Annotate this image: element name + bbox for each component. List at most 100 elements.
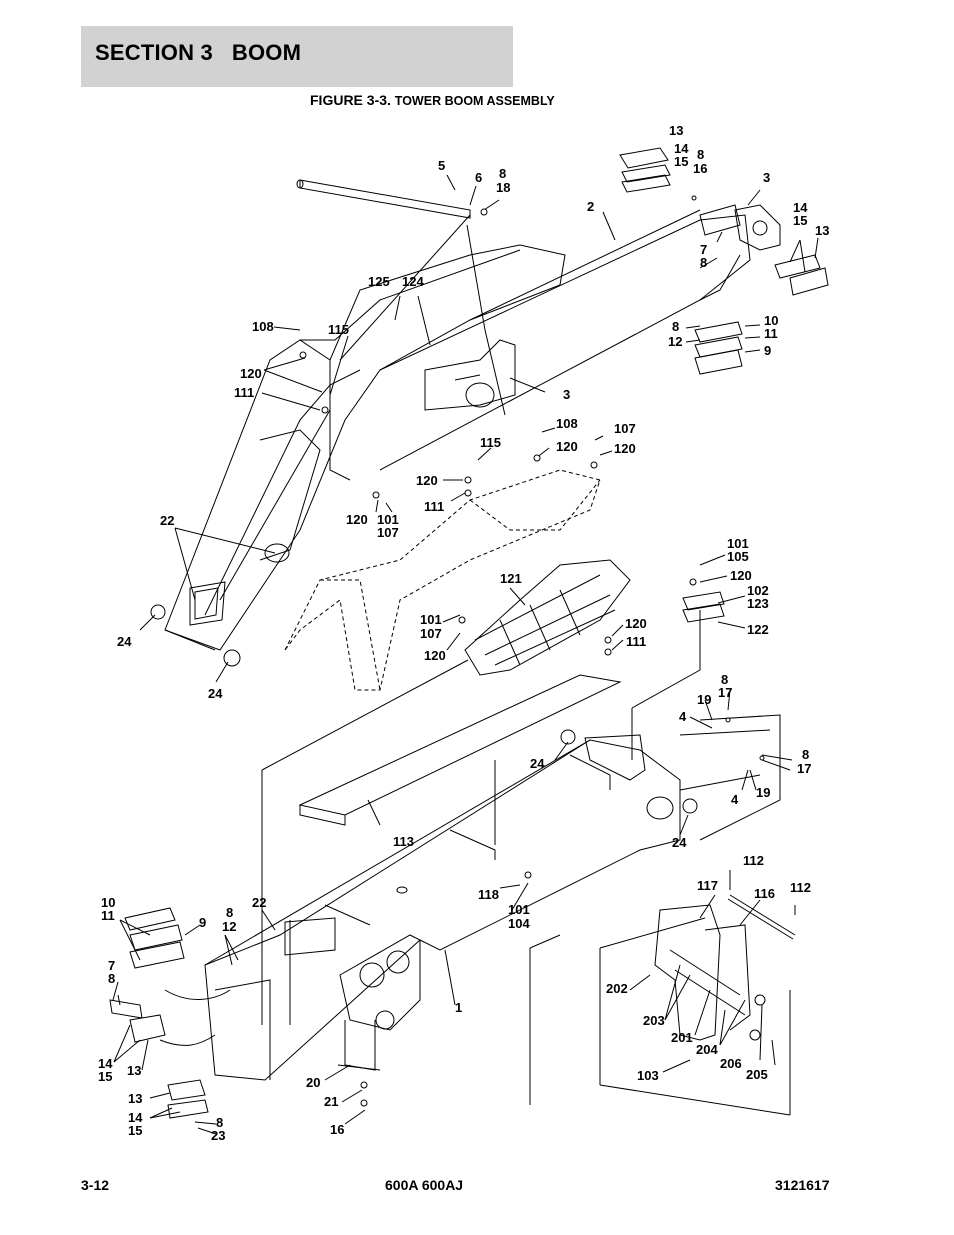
callout: 4 [731, 792, 739, 807]
callout: 13 [127, 1063, 141, 1078]
pad-stack-122 [682, 591, 725, 623]
callout: 10 [764, 313, 778, 328]
callout: 18 [496, 180, 510, 195]
callout: 120 [625, 616, 647, 631]
callout: 13 [669, 123, 683, 138]
callout: 1 [455, 1000, 462, 1015]
callout: 120 [730, 568, 752, 583]
callout: 101 [377, 512, 399, 527]
callout: 108 [252, 319, 274, 334]
callout: 120 [556, 439, 578, 454]
cable-carrier-guide [284, 469, 601, 691]
pivot-assembly-3 [424, 339, 516, 411]
callout: 15 [674, 154, 688, 169]
callout: 8 [672, 319, 679, 334]
callout: 24 [672, 835, 687, 850]
figure-title: FIGURE 3-3. TOWER BOOM ASSEMBLY [310, 92, 555, 108]
callout: 111 [234, 385, 254, 400]
callout: 13 [815, 223, 829, 238]
callout-labels: 13 14 15 8 16 5 6 8 18 3 2 14 15 13 7 8 … [98, 123, 829, 1143]
callout: 24 [208, 686, 223, 701]
callout: 205 [746, 1067, 768, 1082]
callout: 203 [643, 1013, 665, 1028]
callout: 204 [696, 1042, 718, 1057]
callout: 7 [700, 242, 707, 257]
callout: 112 [790, 880, 811, 895]
callout: 124 [402, 274, 424, 289]
wear-pad-stack-mid [694, 321, 743, 375]
callout: 108 [556, 416, 578, 431]
callout: 14 [793, 200, 808, 215]
document-number: 3121617 [775, 1177, 830, 1193]
callout: 116 [754, 886, 775, 901]
callout: 16 [330, 1122, 344, 1137]
callout: 22 [252, 895, 266, 910]
wear-pad-stack-right [774, 254, 829, 296]
callout: 10 [101, 895, 115, 910]
callout: 17 [718, 685, 732, 700]
callout: 14 [128, 1110, 143, 1125]
figure-name: TOWER BOOM ASSEMBLY [394, 94, 555, 108]
assembly-reference-lines [159, 610, 781, 1046]
section-title: SECTION 3 BOOM [95, 40, 302, 65]
page-number: 3-12 [81, 1177, 110, 1193]
callout: 115 [480, 435, 501, 450]
leader-lines [112, 174, 819, 1135]
callout: 8 [802, 747, 809, 762]
callout: 8 [721, 672, 728, 687]
hardware [299, 195, 765, 1107]
callout: 9 [764, 343, 771, 358]
callout: 8 [226, 905, 233, 920]
callout: 111 [626, 634, 646, 649]
lower-pad-stacks [109, 907, 209, 1119]
callout: 107 [420, 626, 442, 641]
callout: 125 [368, 274, 390, 289]
callout: 8 [216, 1115, 223, 1130]
callout: 123 [747, 596, 769, 611]
callout: 113 [393, 834, 414, 849]
wear-pad-stack-top [619, 147, 671, 193]
callout: 112 [743, 853, 764, 868]
callout: 19 [697, 692, 711, 707]
callout: 9 [199, 915, 206, 930]
callout: 104 [508, 916, 530, 931]
callout: 3 [563, 387, 570, 402]
callout: 17 [797, 761, 811, 776]
callout: 14 [674, 141, 689, 156]
callout: 206 [720, 1056, 742, 1071]
lower-boom-1 [204, 729, 698, 1081]
callout: 101 [508, 902, 530, 917]
callout: 120 [614, 441, 636, 456]
callout: 102 [747, 583, 769, 598]
callout: 101 [420, 612, 442, 627]
platform-bracket-103 [529, 894, 796, 1116]
callout: 111 [424, 499, 444, 514]
callout: 107 [614, 421, 636, 436]
figure-label: FIGURE 3-3. [310, 92, 391, 108]
header-band [81, 26, 513, 87]
callout: 15 [98, 1069, 112, 1084]
callout: 23 [211, 1128, 225, 1143]
callout: 13 [128, 1091, 142, 1106]
callout: 120 [416, 473, 438, 488]
callout: 15 [128, 1123, 142, 1138]
callout: 11 [101, 908, 115, 923]
callout: 8 [108, 971, 115, 986]
pin-5 [296, 179, 471, 219]
callout: 101 [727, 536, 749, 551]
callout: 16 [693, 161, 707, 176]
callout: 3 [763, 170, 770, 185]
callout: 5 [438, 158, 445, 173]
callout: 103 [637, 1068, 659, 1083]
callout: 22 [160, 513, 174, 528]
callout: 202 [606, 981, 628, 996]
callout: 121 [500, 571, 522, 586]
callout: 115 [328, 322, 349, 337]
callout: 118 [478, 887, 499, 902]
cover-plate-113 [298, 674, 622, 826]
callout: 24 [117, 634, 132, 649]
callout: 24 [530, 756, 545, 771]
callout: 6 [475, 170, 482, 185]
callout: 19 [756, 785, 770, 800]
